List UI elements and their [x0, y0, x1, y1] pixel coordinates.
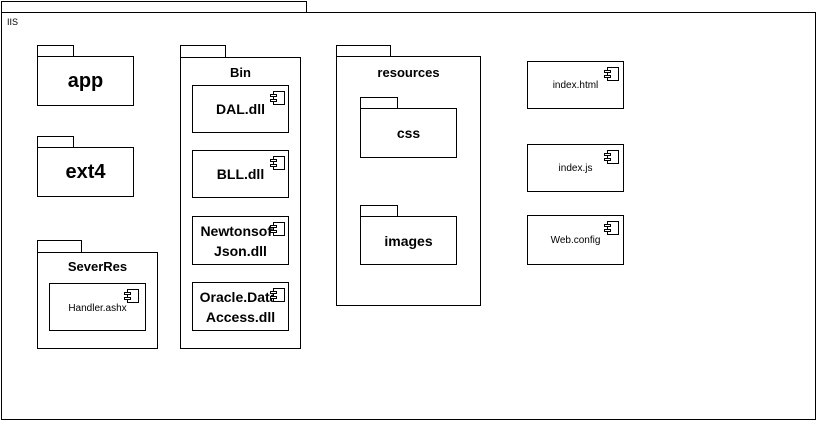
ext4-package-tab — [37, 136, 74, 148]
images-package: images — [360, 216, 457, 265]
severres-package-tab — [37, 240, 82, 253]
bin-package-label: Bin — [230, 65, 251, 80]
web-config-component: Web.config — [527, 215, 624, 265]
ext4-package-label: ext4 — [65, 160, 106, 183]
ext4-package: ext4 — [37, 147, 134, 197]
handler-component-label: Handler.ashx — [68, 302, 127, 314]
iis-frame-title: IIS — [7, 17, 19, 27]
app-package-label: app — [67, 69, 104, 92]
index-js-label: index.js — [558, 162, 593, 174]
index-html-label: index.html — [552, 79, 599, 91]
bin-package: Bin DAL.dll BLL.dll Newtonsoft. Json.dll… — [180, 57, 301, 349]
index-html-component: index.html — [527, 61, 624, 109]
resources-package-label: resources — [377, 65, 440, 80]
css-package-label: css — [396, 125, 421, 141]
component-icon — [124, 289, 139, 303]
iis-frame-tab — [1, 1, 307, 13]
web-config-label: Web.config — [550, 234, 601, 246]
resources-package-tab — [336, 45, 391, 57]
severres-package: SeverRes Handler.ashx — [37, 252, 158, 349]
app-package: app — [37, 56, 134, 106]
bin-package-tab — [180, 45, 226, 58]
component-icon — [270, 288, 285, 302]
resources-package: resources css images — [336, 56, 481, 306]
component-icon — [604, 150, 619, 164]
component-icon — [604, 221, 619, 235]
newtonsoft-dll-label: Newtonsoft. Json.dll — [200, 222, 281, 259]
component-icon — [604, 67, 619, 81]
component-icon — [270, 91, 285, 105]
app-package-tab — [37, 45, 74, 57]
images-package-label: images — [384, 232, 433, 249]
oracle-dll-label: Oracle.Data. Access.dll — [199, 288, 282, 325]
bll-dll-component: BLL.dll — [192, 150, 289, 198]
handler-component: Handler.ashx — [49, 283, 146, 331]
component-icon — [270, 222, 285, 236]
component-icon — [270, 156, 285, 170]
css-package-tab — [360, 97, 398, 109]
index-js-component: index.js — [527, 144, 624, 192]
dal-dll-label: DAL.dll — [216, 101, 265, 117]
dal-dll-component: DAL.dll — [192, 85, 289, 133]
newtonsoft-dll-component: Newtonsoft. Json.dll — [192, 216, 289, 265]
oracle-dll-component: Oracle.Data. Access.dll — [192, 282, 289, 331]
images-package-tab — [360, 205, 398, 217]
bll-dll-label: BLL.dll — [216, 166, 265, 182]
severres-package-label: SeverRes — [67, 259, 128, 274]
css-package: css — [360, 108, 457, 158]
